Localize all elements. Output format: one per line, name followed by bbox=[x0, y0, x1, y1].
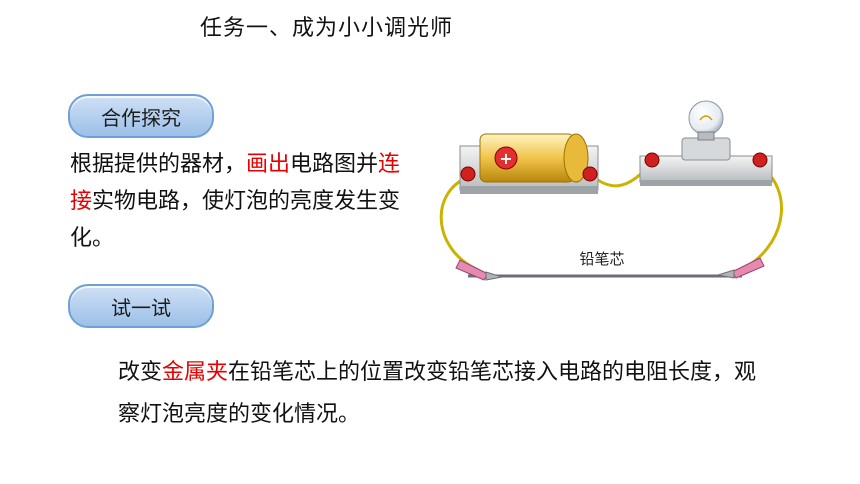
terminal-bulb-left bbox=[644, 152, 660, 168]
wire-left bbox=[439, 174, 479, 272]
terminal-left bbox=[460, 166, 476, 182]
bulb-holder bbox=[639, 100, 773, 186]
bulb-icon bbox=[688, 100, 724, 136]
description-text: 改变 bbox=[118, 360, 163, 385]
pencil-lead-label: 铅笔芯 bbox=[579, 250, 624, 268]
instruction-text: 实物电路，使灯泡的亮度发生变化。 bbox=[70, 189, 401, 251]
circuit-diagram: + 铅笔芯 bbox=[439, 100, 783, 281]
page-title: 任务一、成为小小调光师 bbox=[200, 16, 454, 41]
experiment-description: 改变金属夹在铅笔芯上的位置改变铅笔芯接入电路的电阻长度，观察灯泡亮度的变化情况。 bbox=[118, 352, 758, 436]
highlight-metal-clip: 金属夹 bbox=[162, 360, 229, 385]
description-text: 在铅笔芯上的位置改变铅笔芯接入电路的电阻长度，观察灯泡亮度的变化情况。 bbox=[118, 360, 757, 427]
wire-battery-to-bulb bbox=[591, 168, 647, 188]
battery-holder: + bbox=[459, 133, 599, 194]
instruction-text: 电路图并 bbox=[290, 152, 379, 177]
section-badge-try-it: 试一试 bbox=[68, 284, 214, 328]
battery-symbol: + bbox=[499, 149, 512, 168]
battery-positive-icon bbox=[494, 146, 518, 170]
highlight-connect: 连接 bbox=[70, 152, 401, 214]
metal-clip-right bbox=[717, 257, 765, 279]
section-badge-cooperative-inquiry: 合作探究 bbox=[68, 94, 214, 138]
terminal-bulb-right bbox=[752, 152, 768, 168]
instruction-text: 根据提供的器材， bbox=[70, 152, 247, 177]
highlight-draw: 画出 bbox=[246, 152, 291, 177]
task-instructions: 根据提供的器材，画出电路图并连接实物电路，使灯泡的亮度发生变化。 bbox=[70, 146, 410, 257]
terminal-right bbox=[582, 166, 598, 182]
metal-clip-left bbox=[455, 259, 503, 281]
